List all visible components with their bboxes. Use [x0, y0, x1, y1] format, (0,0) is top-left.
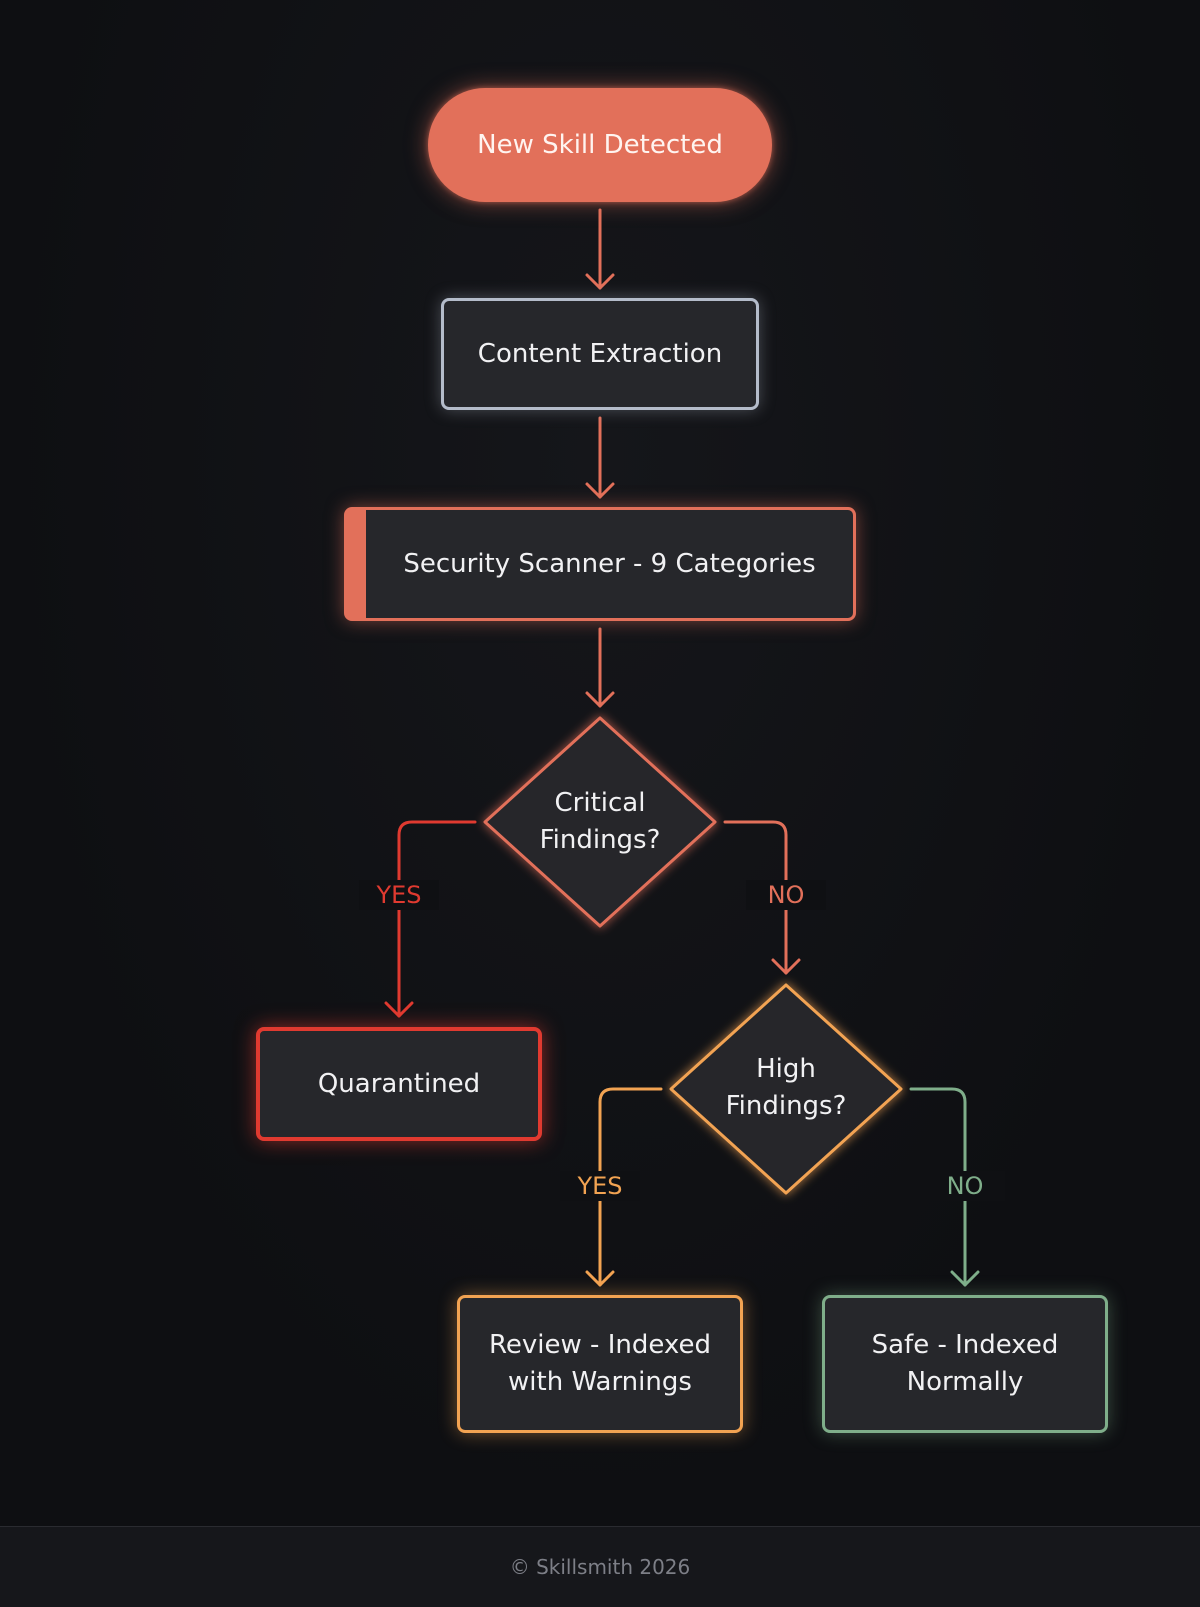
content-extraction-label: Content Extraction — [477, 338, 723, 369]
security-scanner-label: Security Scanner - 9 Categories — [403, 548, 816, 579]
decision-critical-label: Critical Findings? — [539, 788, 661, 855]
safe-node: Safe - Indexed Normally — [822, 1295, 1108, 1433]
arrow-high-yes — [585, 1087, 663, 1287]
security-scanner-node: Security Scanner - 9 Categories — [344, 507, 856, 621]
quarantined-label: Quarantined — [317, 1068, 481, 1099]
review-label: Review - Indexed with Warnings — [489, 1330, 711, 1397]
start-node-label: New Skill Detected — [477, 129, 723, 160]
arrow-scanner-to-critical — [585, 627, 615, 708]
arrow-start-to-extraction — [585, 208, 615, 290]
arrow-high-no — [909, 1087, 980, 1287]
arrow-extraction-to-scanner — [585, 416, 615, 499]
high-no-label: NO — [925, 1171, 1005, 1201]
footer: © Skillsmith 2026 — [0, 1526, 1200, 1607]
content-extraction-node: Content Extraction — [441, 298, 759, 410]
diagram-canvas: New Skill Detected Content Extraction Se… — [0, 0, 1200, 1526]
start-node: New Skill Detected — [428, 88, 772, 202]
safe-label: Safe - Indexed Normally — [871, 1330, 1059, 1397]
arrow-critical-yes — [384, 820, 477, 1018]
decision-high-diamond — [669, 983, 903, 1195]
review-node: Review - Indexed with Warnings — [457, 1295, 743, 1433]
footer-copyright: © Skillsmith 2026 — [509, 1555, 691, 1579]
flowchart-connectors — [384, 208, 980, 1287]
critical-no-label: NO — [746, 880, 826, 910]
high-yes-label: YES — [560, 1171, 640, 1201]
critical-yes-label: YES — [359, 880, 439, 910]
quarantined-node: Quarantined — [256, 1027, 542, 1141]
arrow-critical-no — [723, 820, 801, 975]
decision-high-label: High Findings? — [725, 1054, 847, 1121]
decision-critical-diamond — [483, 716, 717, 928]
